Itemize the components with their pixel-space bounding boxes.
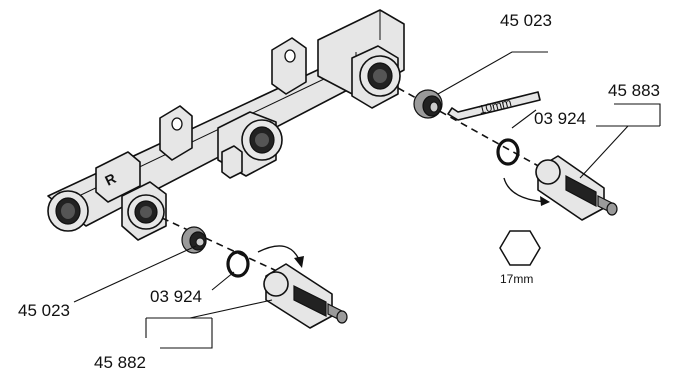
outlet-port-right	[351, 45, 401, 109]
part-number-03924-bottom: 03 924	[150, 287, 202, 306]
mounting-bracket-right	[271, 37, 307, 95]
mounting-bracket-left	[159, 105, 193, 161]
part-number-45882: 45 882	[94, 353, 146, 372]
valve-cartridge-right	[535, 155, 618, 221]
manifold-body: R	[47, 9, 405, 241]
outlet-port-middle	[217, 111, 283, 179]
rotation-arrow-left	[257, 245, 304, 268]
part-number-03924-top: 03 924	[534, 109, 586, 128]
o-ring-left	[226, 250, 250, 278]
part-number-45883: 45 883	[608, 81, 660, 100]
threaded-sleeve-right	[413, 89, 443, 119]
o-ring-right	[496, 138, 520, 166]
outlet-port-left	[121, 181, 167, 241]
part-number-45023-top: 45 023	[500, 11, 552, 30]
rotation-arrow-right	[503, 177, 550, 206]
hex-size-label: 17mm	[500, 272, 533, 286]
part-number-45023-bottom: 45 023	[18, 301, 70, 320]
hex-key	[447, 91, 541, 121]
hexagon-icon	[499, 230, 541, 266]
threaded-sleeve-left	[181, 226, 207, 254]
wrench-size-label: 10mm	[477, 95, 513, 117]
valve-cartridge-left	[263, 263, 348, 329]
